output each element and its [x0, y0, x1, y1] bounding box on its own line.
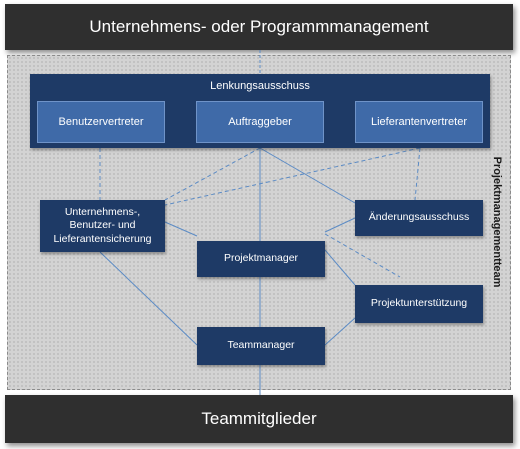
connector-supplier-change — [414, 147, 421, 201]
connector-supplier-rep-assurance — [164, 147, 421, 206]
team-members-label: Teammitglieder — [201, 409, 317, 428]
supplier-representative-box: Lieferantenvertreter — [355, 101, 483, 143]
project-support-box: Projektunterstützung — [355, 285, 483, 323]
connector-executive-assurance — [164, 147, 261, 201]
connector-change-pm — [324, 217, 356, 233]
connector-support-team — [324, 317, 356, 346]
steering-committee-box: Lenkungsausschuss Benutzervertreter Auft… — [30, 74, 490, 148]
steering-committee-title: Lenkungsausschuss — [210, 80, 310, 92]
connector-assurance-pm — [164, 221, 198, 237]
top-management-label: Unternehmens- oder Programmmanagement — [89, 17, 429, 36]
project-manager-label: Projektmanager — [223, 252, 299, 265]
executive-box: Auftraggeber — [196, 101, 324, 143]
team-manager-label: Teammanager — [227, 339, 295, 352]
project-manager-box: Projektmanager — [197, 241, 325, 277]
project-support-label: Projektunterstützung — [370, 297, 468, 310]
team-manager-box: Teammanager — [197, 327, 325, 365]
assurance-box: Unternehmens-, Benutzer- und Lieferanten… — [40, 200, 165, 252]
team-members-bar: Teammitglieder — [5, 395, 513, 443]
connector-steering-change — [259, 147, 356, 204]
change-authority-label: Änderungsausschuss — [368, 211, 470, 224]
supplier-representative-label: Lieferantenvertreter — [371, 116, 467, 128]
top-management-bar: Unternehmens- oder Programmmanagement — [5, 4, 513, 50]
connector-assurance-team — [99, 251, 198, 346]
executive-label: Auftraggeber — [228, 116, 292, 128]
connector-pm-support — [324, 249, 356, 286]
user-representative-box: Benutzervertreter — [37, 101, 165, 143]
connector-pm-support-2 — [324, 233, 401, 278]
change-authority-box: Änderungsausschuss — [355, 200, 483, 236]
user-representative-label: Benutzervertreter — [58, 116, 144, 128]
assurance-label: Unternehmens-, Benutzer- und Lieferanten… — [53, 206, 152, 245]
